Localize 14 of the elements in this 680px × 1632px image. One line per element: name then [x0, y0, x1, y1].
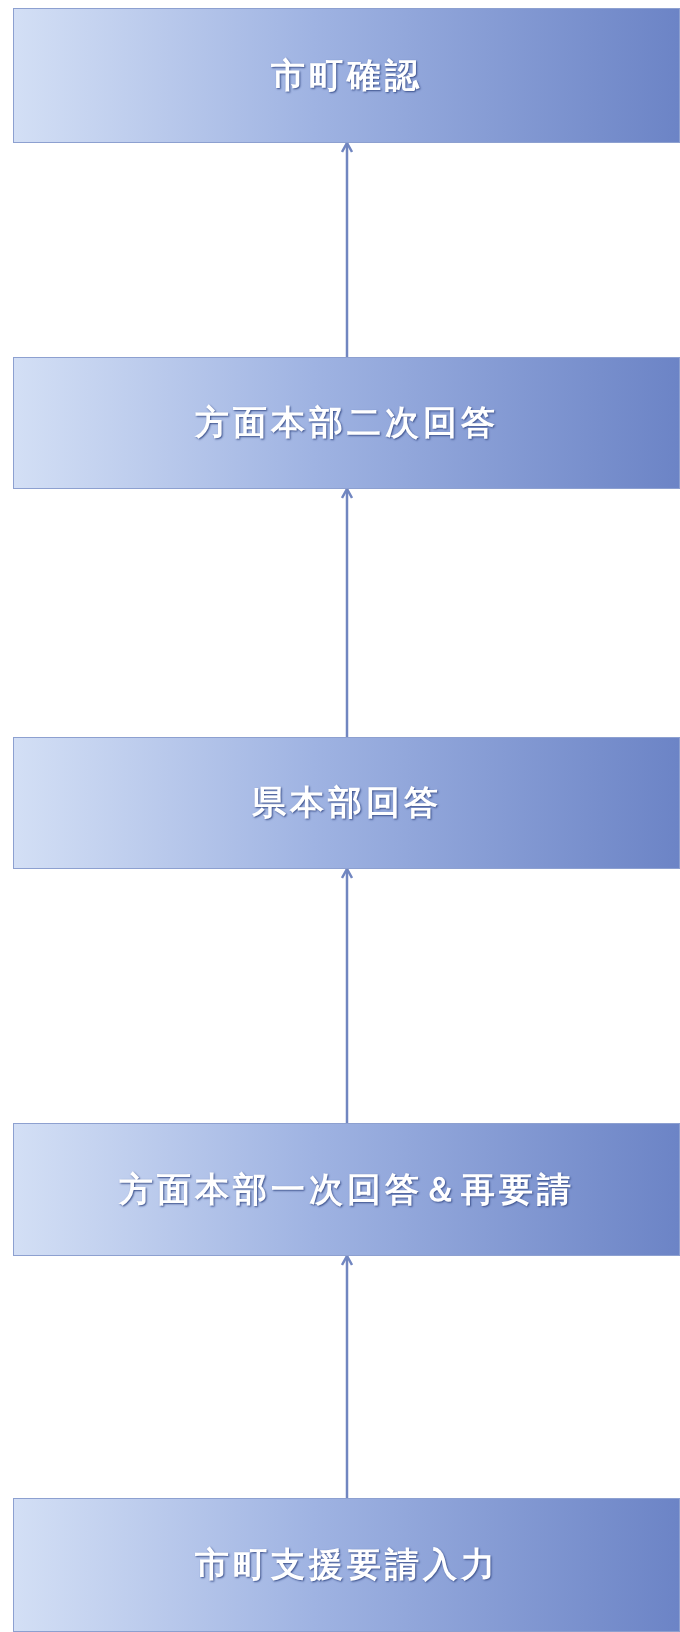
process-box: [13, 357, 680, 489]
arrow: [340, 487, 354, 737]
box-label: 市町支援要請入力: [194, 1543, 499, 1586]
arrow: [340, 1254, 354, 1498]
process-box: [13, 1498, 680, 1632]
process-box: [13, 1123, 680, 1256]
box-label: 県本部回答: [251, 781, 442, 824]
arrow: [340, 141, 354, 357]
box-label: 方面本部一次回答＆再要請: [118, 1167, 575, 1211]
arrow: [340, 867, 354, 1123]
process-box: [13, 737, 680, 869]
process-box: [13, 8, 680, 143]
box-label: 方面本部二次回答: [194, 401, 499, 444]
box-label: 市町確認: [270, 53, 423, 97]
